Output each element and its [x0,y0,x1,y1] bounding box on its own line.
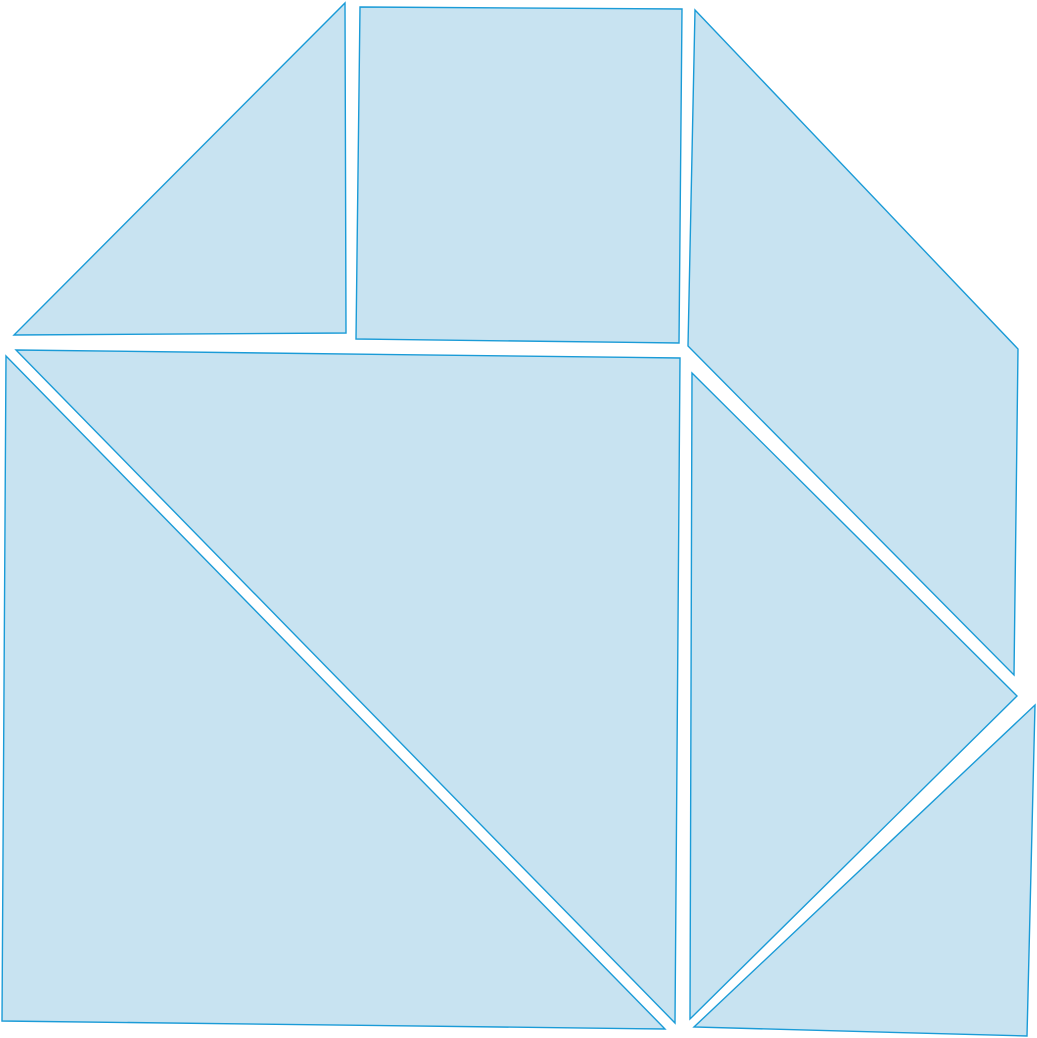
large-triangle-left [1,354,667,1030]
square-top [355,6,683,344]
parallelogram-right [687,8,1019,677]
small-triangle-bottom-right [692,703,1036,1037]
medium-triangle-right [689,371,1018,1021]
small-triangle-top-left [12,1,347,336]
large-triangle-center [14,349,681,1025]
